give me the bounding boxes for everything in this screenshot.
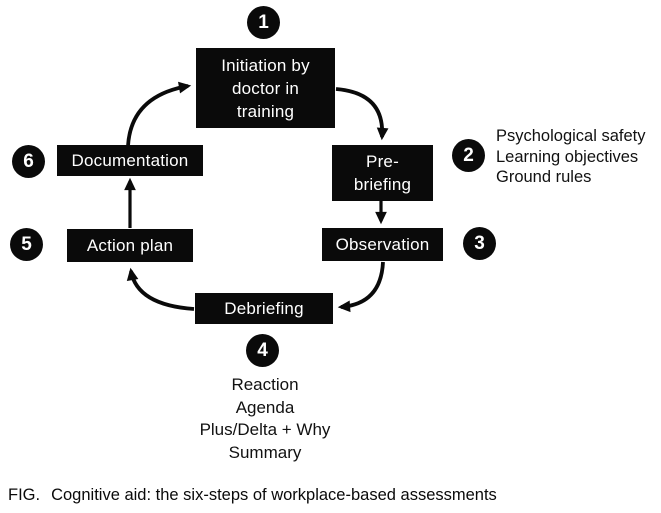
step-number-5: 5 — [21, 233, 32, 255]
node-documentation: Documentation — [57, 145, 203, 176]
step-badge-4: 4 — [246, 334, 279, 367]
node-initiation-line-1: Initiation by — [221, 55, 310, 75]
debriefing-note-1: Reaction — [231, 375, 299, 394]
step-badge-5: 5 — [10, 228, 43, 261]
arrow-initiation-to-prebriefing-icon — [335, 87, 389, 141]
node-initiation: Initiation by doctor in training — [196, 48, 335, 128]
step-number-4: 4 — [257, 339, 268, 361]
node-debriefing: Debriefing — [195, 293, 333, 324]
step-badge-2: 2 — [452, 139, 485, 172]
debriefing-note-2: Agenda — [235, 397, 295, 417]
prebriefing-note-1: Psychological safety — [496, 127, 646, 145]
node-initiation-line-3: training — [236, 101, 295, 121]
node-initiation-line-2: doctor in — [231, 78, 299, 98]
debriefing-note-4: Summary — [228, 442, 302, 462]
arrow-observation-to-debriefing-icon — [337, 261, 385, 313]
prebriefing-notes: Psychological safety Learning objectives… — [496, 126, 646, 188]
step-number-1: 1 — [258, 11, 269, 33]
figure-caption: FIG. Cognitive aid: the six-steps of work… — [8, 486, 497, 505]
prebriefing-note-3: Ground rules — [496, 168, 592, 186]
node-prebriefing-line-1: Pre- — [366, 152, 399, 171]
node-documentation-label: Documentation — [71, 151, 189, 170]
step-badge-3: 3 — [463, 227, 496, 260]
node-actionplan-label: Action plan — [86, 236, 174, 255]
caption-text: Cognitive aid: the six-steps of workplac… — [51, 486, 497, 504]
debriefing-notes: Reaction Agenda Plus/Delta + Why Summary — [115, 374, 415, 464]
node-debriefing-label: Debriefing — [224, 299, 304, 318]
step-badge-1: 1 — [247, 6, 280, 39]
step-number-6: 6 — [23, 150, 34, 172]
arrow-debriefing-to-actionplan-icon — [126, 267, 195, 311]
prebriefing-note-2: Learning objectives — [496, 147, 639, 166]
step-number-3: 3 — [474, 232, 485, 254]
node-observation: Observation — [322, 228, 443, 261]
arrow-documentation-to-initiation-icon — [126, 81, 192, 147]
node-observation-label: Observation — [335, 235, 430, 254]
debriefing-note-3: Plus/Delta + Why — [199, 420, 331, 439]
node-prebriefing: Pre- briefing — [332, 145, 433, 201]
caption-label: FIG. — [8, 486, 41, 504]
step-badge-6: 6 — [12, 145, 45, 178]
step-number-2: 2 — [463, 144, 474, 166]
node-actionplan: Action plan — [67, 229, 193, 262]
node-prebriefing-line-2: briefing — [353, 175, 412, 194]
